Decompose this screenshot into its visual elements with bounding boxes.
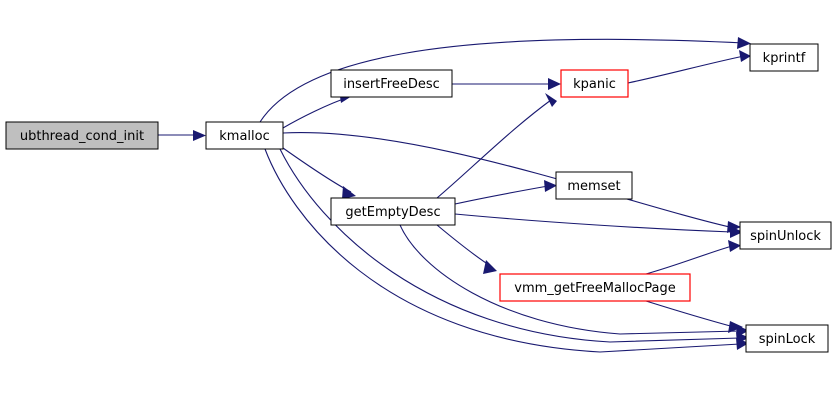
node-label-vmm_getFreeMallocPage: vmm_getFreeMallocPage: [514, 281, 675, 296]
node-box-insertFreeDesc[interactable]: [330, 69, 453, 98]
edge-line: [454, 185, 549, 205]
node-memset[interactable]: memset: [555, 171, 633, 200]
node-spinLock[interactable]: spinLock: [745, 324, 829, 353]
arrowhead-icon: [545, 93, 557, 107]
edge-getEmptyDesc-to-memset: [454, 180, 557, 205]
arrowhead-icon: [548, 78, 561, 90]
edge-line: [279, 148, 741, 343]
node-label-kpanic: kpanic: [573, 77, 616, 92]
edge-line: [282, 147, 352, 193]
node-label-spinLock: spinLock: [759, 332, 816, 347]
arrowhead-icon: [483, 260, 497, 274]
node-kprintf[interactable]: kprintf: [749, 43, 819, 72]
node-box-spinLock[interactable]: [745, 324, 829, 353]
edge-line: [454, 213, 733, 233]
edge-line: [282, 131, 735, 229]
node-label-getEmptyDesc: getEmptyDesc: [345, 205, 440, 220]
edge-kpanic-to-kprintf: [627, 50, 751, 84]
node-kmalloc[interactable]: kmalloc: [205, 121, 284, 150]
arrowhead-icon: [730, 226, 743, 238]
arrowhead-icon: [737, 37, 751, 49]
edge-line: [627, 55, 745, 84]
node-label-insertFreeDesc: insertFreeDesc: [343, 77, 440, 92]
edge-line: [645, 245, 733, 275]
node-kpanic[interactable]: kpanic: [560, 69, 629, 98]
edge-line: [436, 99, 552, 199]
node-box-getEmptyDesc[interactable]: [330, 197, 456, 226]
node-ubthread_cond_init[interactable]: ubthread_cond_init: [5, 121, 159, 150]
node-label-spinUnlock: spinUnlock: [750, 229, 821, 244]
arrowhead-icon: [193, 130, 206, 141]
node-label-ubthread_cond_init: ubthread_cond_init: [20, 129, 144, 144]
edge-kmalloc-to-getEmptyDesc: [282, 147, 356, 199]
arrowhead-icon: [544, 180, 557, 192]
edge-line: [645, 300, 735, 328]
node-box-memset[interactable]: [555, 171, 633, 200]
edge-getEmptyDesc-to-kpanic: [436, 93, 557, 199]
node-box-kprintf[interactable]: [749, 43, 819, 72]
edge-line: [264, 148, 741, 353]
node-getEmptyDesc[interactable]: getEmptyDesc: [330, 197, 456, 226]
edge-ubthread_cond_init-to-kmalloc: [158, 130, 206, 141]
edge-kmalloc-to-spinLock: [279, 148, 749, 344]
node-box-ubthread_cond_init[interactable]: [5, 121, 159, 150]
edge-vmm_getFreeMallocPage-to-spinUnlock: [645, 240, 741, 275]
edges-layer: [158, 37, 751, 353]
edge-line: [259, 38, 745, 123]
edge-kmalloc-to-kprintf: [259, 37, 751, 123]
arrowhead-icon: [728, 321, 743, 333]
arrowhead-icon: [342, 186, 356, 199]
edge-getEmptyDesc-to-spinUnlock: [454, 213, 743, 238]
edge-kmalloc-to-spinLock: [264, 148, 749, 353]
edge-getEmptyDesc-to-vmm_getFreeMallocPage: [436, 224, 497, 274]
node-box-kpanic[interactable]: [560, 69, 629, 98]
node-label-memset: memset: [567, 179, 620, 194]
arrowhead-icon: [739, 50, 751, 62]
edge-insertFreeDesc-to-kpanic: [452, 78, 561, 90]
nodes-layer: ubthread_cond_init kmalloc insertFreeDesc g…: [5, 43, 832, 353]
edge-line: [399, 224, 741, 335]
node-label-kmalloc: kmalloc: [219, 129, 269, 144]
edge-vmm_getFreeMallocPage-to-spinLock: [645, 300, 743, 333]
node-vmm_getFreeMallocPage[interactable]: vmm_getFreeMallocPage: [499, 273, 691, 302]
node-label-kprintf: kprintf: [763, 51, 806, 66]
node-box-vmm_getFreeMallocPage[interactable]: [499, 273, 691, 302]
arrowhead-icon: [728, 240, 741, 252]
node-box-spinUnlock[interactable]: [739, 221, 832, 250]
edge-line: [282, 96, 350, 129]
edge-line: [436, 224, 493, 268]
node-insertFreeDesc[interactable]: insertFreeDesc: [330, 69, 453, 98]
node-box-kmalloc[interactable]: [205, 121, 284, 150]
node-spinUnlock[interactable]: spinUnlock: [739, 221, 832, 250]
